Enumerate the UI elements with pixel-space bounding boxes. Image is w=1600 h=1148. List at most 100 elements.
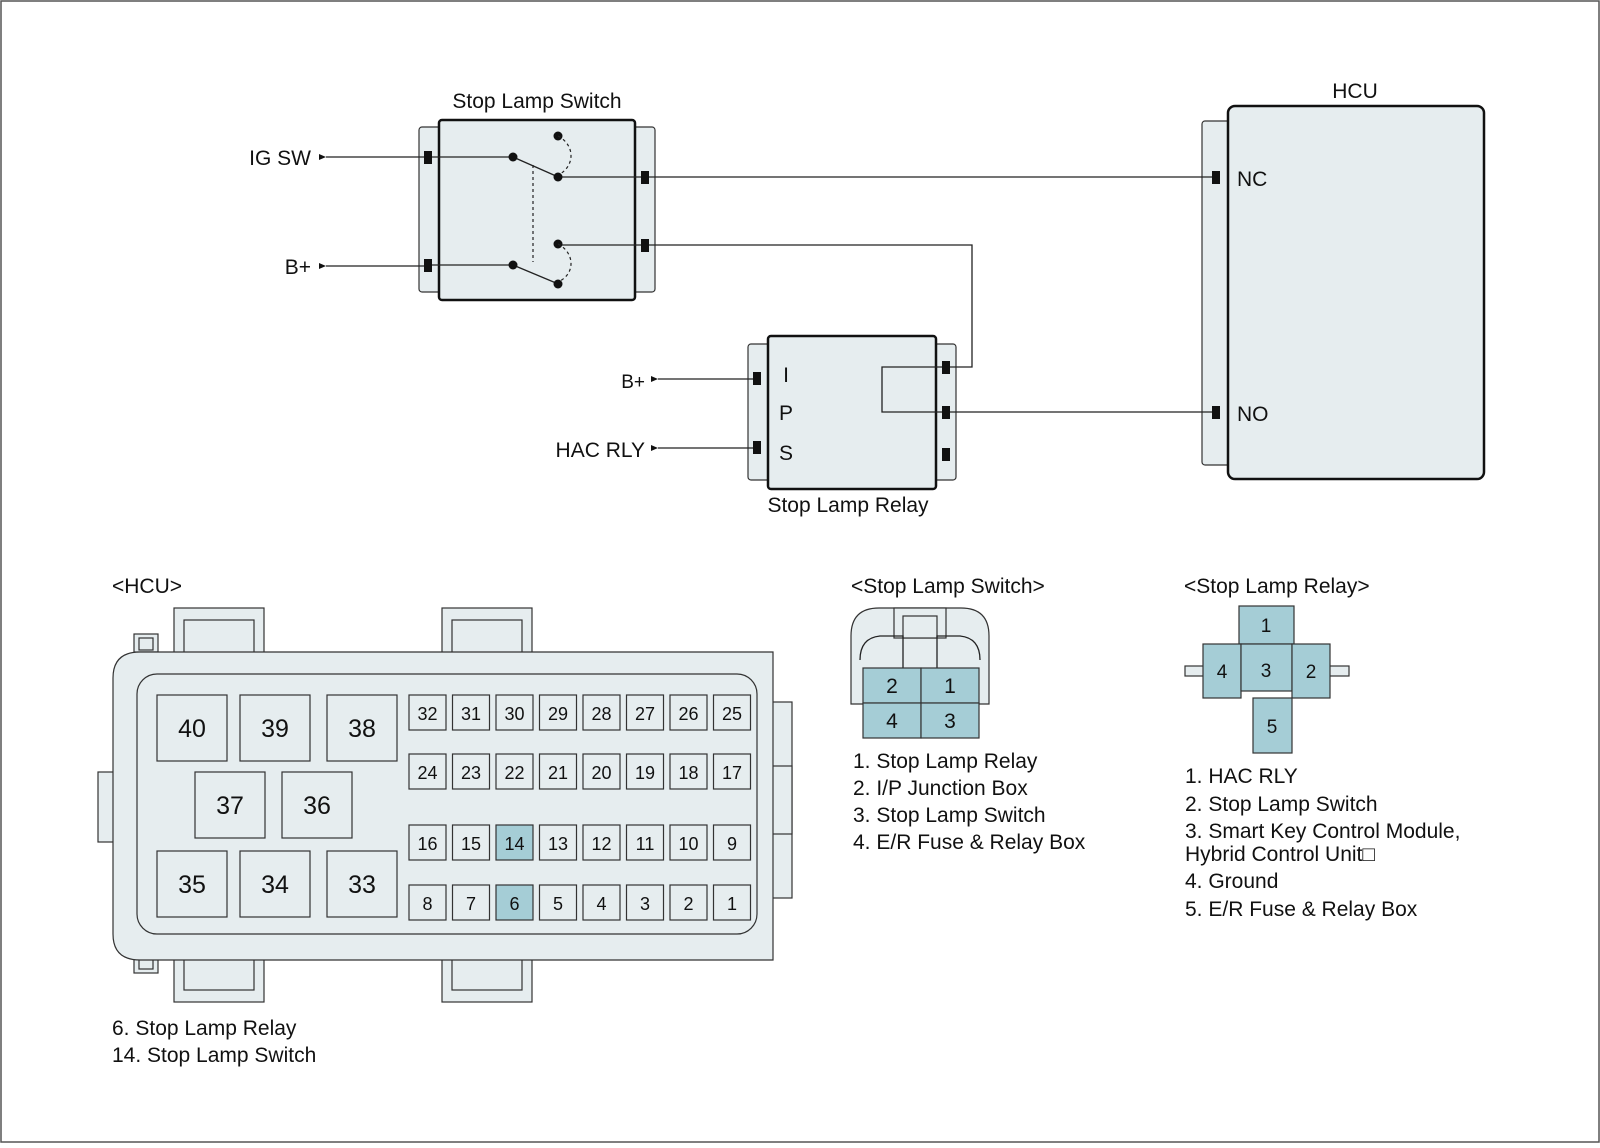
hcu-pin-25 <box>712 694 752 731</box>
hcu-pin-15 <box>451 824 491 861</box>
hcu-pin-22 <box>495 753 534 790</box>
hcu-pin-8 <box>408 884 447 921</box>
hcu-pin-17 <box>712 753 752 790</box>
stop-lamp-relay-title: Stop Lamp Relay <box>767 494 929 517</box>
switch-legend-1: 1. Stop Lamp Relay <box>853 750 1038 773</box>
bplus-label-switch: B+ <box>285 256 311 279</box>
switch-pin-4: 4 <box>886 710 898 733</box>
relay-legend-1: 1. HAC RLY <box>1185 765 1298 788</box>
hcu-pin-label: 3 <box>640 894 650 914</box>
hcu-pin-label: 12 <box>591 834 611 854</box>
hcu-pin-19 <box>625 753 665 790</box>
hcu-large-pin-label: 34 <box>261 871 289 899</box>
relay-terminal-p: P <box>779 402 793 425</box>
hcu-large-pin-label: 33 <box>348 871 376 899</box>
relay-cavity-5: 5 <box>1267 717 1278 738</box>
hcu-pin-10 <box>669 824 708 861</box>
hcu-pin-3 <box>625 884 665 921</box>
wire-switch-to-relay <box>649 244 973 368</box>
stop-lamp-switch-title: Stop Lamp Switch <box>452 90 621 113</box>
hcu-pin-2 <box>669 884 708 921</box>
relay-legend-4: 4. Ground <box>1185 870 1278 893</box>
hcu-pin-label: 6 <box>509 894 519 914</box>
hcu-pin-7 <box>451 884 491 921</box>
hcu-large-pin-38 <box>326 694 398 762</box>
hcu-pin-31 <box>451 694 491 731</box>
bplus-label-relay: B+ <box>621 372 645 393</box>
hcu-pin-label: 19 <box>635 763 655 783</box>
hcu-pin-label: 18 <box>678 763 698 783</box>
hcu-pin-label: 15 <box>461 834 481 854</box>
stop-lamp-relay-symbol: I P S Stop Lamp Relay <box>747 334 957 517</box>
hcu-connector-title: <HCU> <box>112 575 182 598</box>
hcu-large-pin-label: 37 <box>216 792 244 820</box>
switch-pin-bplus <box>424 259 432 272</box>
switch-pin-3: 3 <box>944 710 956 733</box>
hcu-pin-label: 17 <box>722 763 742 783</box>
hcu-pin-1 <box>712 884 752 921</box>
hcu-pin-label: 9 <box>727 834 737 854</box>
hcu-pin-label: 5 <box>553 894 563 914</box>
relay-pin-out2 <box>942 406 950 419</box>
hcu-large-pin-label: 35 <box>178 871 206 899</box>
hcu-pin-12 <box>582 824 621 861</box>
hcu-pin-label: 20 <box>591 763 611 783</box>
hcu-pin-label: 14 <box>504 834 524 854</box>
hcu-large-pin-33 <box>326 850 398 918</box>
switch-legend-2: 2. I/P Junction Box <box>853 777 1028 800</box>
hcu-pin-label: 8 <box>422 894 432 914</box>
hcu-pin-label: 13 <box>548 834 568 854</box>
hcu-pin-18 <box>669 753 708 790</box>
hcu-pin-30 <box>495 694 534 731</box>
relay-cavity-3: 3 <box>1261 661 1272 682</box>
hcu-pin-label: 21 <box>548 763 568 783</box>
relay-terminal-s: S <box>779 442 793 465</box>
stop-lamp-switch-connector: <Stop Lamp Switch> 2 1 4 3 <box>850 575 1045 739</box>
hcu-pin-label: 27 <box>635 704 655 724</box>
hcu-pin-label: 22 <box>504 763 524 783</box>
hcu-terminal-nc: NC <box>1237 168 1267 191</box>
switch-pin-no <box>641 239 649 252</box>
hcu-pin-6 <box>495 884 534 921</box>
hac-rly-label: HAC RLY <box>556 439 645 462</box>
hcu-large-pin-35 <box>156 850 228 918</box>
hcu-large-pin-37 <box>194 771 266 839</box>
hcu-pin-label: 32 <box>417 704 437 724</box>
hcu-pin-nc <box>1212 171 1220 184</box>
relay-cavity-2: 2 <box>1306 662 1317 683</box>
hcu-pin-label: 25 <box>722 704 742 724</box>
relay-legend-2: 2. Stop Lamp Switch <box>1185 793 1378 816</box>
hcu-pin-label: 24 <box>417 763 437 783</box>
hcu-pin-no <box>1212 406 1220 419</box>
stop-lamp-relay-connector: <Stop Lamp Relay> 1 4 3 2 5 <box>1184 575 1370 754</box>
hcu-pin-14 <box>495 824 534 861</box>
hcu-title: HCU <box>1332 80 1378 103</box>
hcu-pin-label: 10 <box>678 834 698 854</box>
switch-pin-ig <box>424 151 432 164</box>
hcu-pin-20 <box>582 753 621 790</box>
relay-cavity-1: 1 <box>1261 616 1272 637</box>
relay-terminal-i: I <box>783 364 789 387</box>
hcu-large-pin-label: 40 <box>178 715 206 743</box>
hcu-legend-1: 6. Stop Lamp Relay <box>112 1017 297 1040</box>
hcu-pin-label: 4 <box>596 894 606 914</box>
hcu-pin-23 <box>451 753 491 790</box>
switch-connector-title: <Stop Lamp Switch> <box>851 575 1045 598</box>
hcu-pin-4 <box>582 884 621 921</box>
hcu-large-pin-label: 39 <box>261 715 289 743</box>
hcu-pin-28 <box>582 694 621 731</box>
hcu-pin-label: 26 <box>678 704 698 724</box>
hcu-pin-label: 16 <box>417 834 437 854</box>
relay-connector-title: <Stop Lamp Relay> <box>1184 575 1370 598</box>
hcu-pin-label: 1 <box>727 894 737 914</box>
ig-sw-label: IG SW <box>249 147 311 170</box>
hcu-legend-2: 14. Stop Lamp Switch <box>112 1044 316 1067</box>
relay-pin-s <box>753 441 761 454</box>
hcu-pin-label: 29 <box>548 704 568 724</box>
hcu-pin-label: 28 <box>591 704 611 724</box>
relay-legend-3: 3. Smart Key Control Module, <box>1185 820 1460 843</box>
hcu-pin-16 <box>408 824 447 861</box>
